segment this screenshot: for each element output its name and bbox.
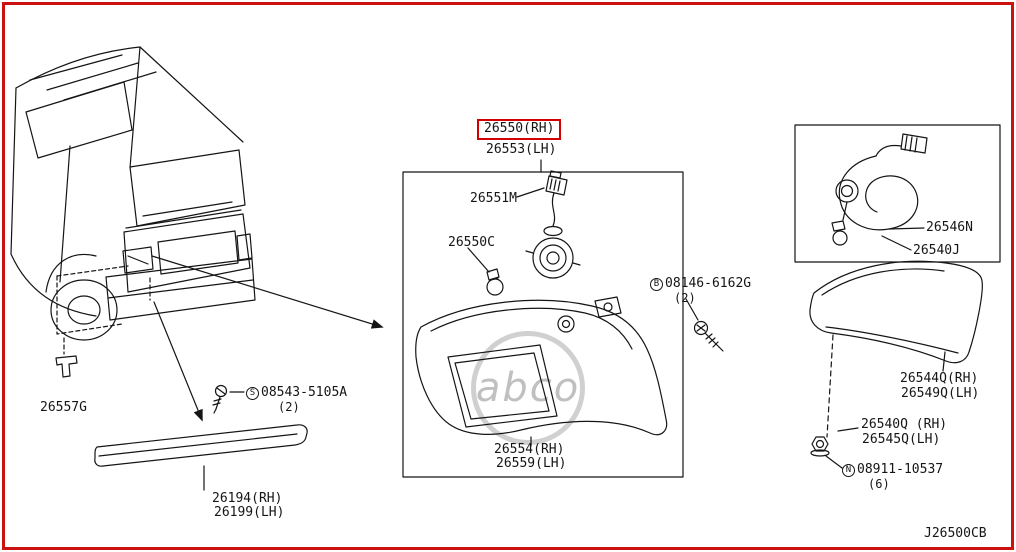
main-part-box [402,171,684,478]
clip-26557G-drawing [55,355,78,378]
qty-08146: (2) [674,291,696,305]
diagram-code: J26500CB [924,526,987,541]
nut-dashed-line [826,334,834,438]
qty-08911: (6) [868,477,890,491]
part-number: 26550(RH) [484,121,555,136]
part-label-26540J: 26540J [913,243,960,258]
inner-lens-drawing [809,260,983,372]
part-label-26540Q: 26540Q (RH) [861,417,948,432]
nut-drawing [810,427,859,469]
bulb-drawing [467,247,504,296]
socket-assembly-drawing [516,170,581,279]
part-label-26550-highlighted: 26550(RH) [477,119,562,140]
part-number: 08543-5105A [261,385,348,400]
hidden-lines [56,265,151,355]
part-number: 08911-10537 [857,462,944,477]
part-label-26549Q: 26549Q(LH) [901,386,980,401]
part-label-26546N: 26546N [926,220,973,235]
watermark-text: abco [475,365,581,411]
part-label-26551M: 26551M [470,191,517,206]
watermark-ring: abco [471,331,585,445]
arrow-to-reflector [153,301,203,422]
screw-drawing [212,384,245,414]
prefix-b-icon: B [650,278,663,291]
harness-drawing [831,133,928,251]
arrow-to-tail-lamp [151,255,384,329]
part-label-26194: 26194(RH) [212,491,283,506]
part-label-26545Q: 26545Q(LH) [862,432,941,447]
part-number: 08146-6162G [665,276,752,291]
part-label-26544Q: 26544Q(RH) [900,371,979,386]
qty-08543: (2) [278,400,300,414]
part-label-26550C: 26550C [448,235,495,250]
bolt-drawing [685,298,724,352]
reflector-bar-drawing [94,424,308,491]
part-label-26553: 26553(LH) [486,142,557,157]
tail-lamp-drawing [415,296,668,447]
part-label-26199: 26199(LH) [214,505,285,520]
prefix-s-icon: S [246,387,259,400]
car-sketch [10,46,256,341]
prefix-n-icon: N [842,464,855,477]
part-label-26557G: 26557G [40,400,87,415]
part-label-26554: 26554(RH) [494,442,565,457]
part-label-26559: 26559(LH) [496,456,567,471]
